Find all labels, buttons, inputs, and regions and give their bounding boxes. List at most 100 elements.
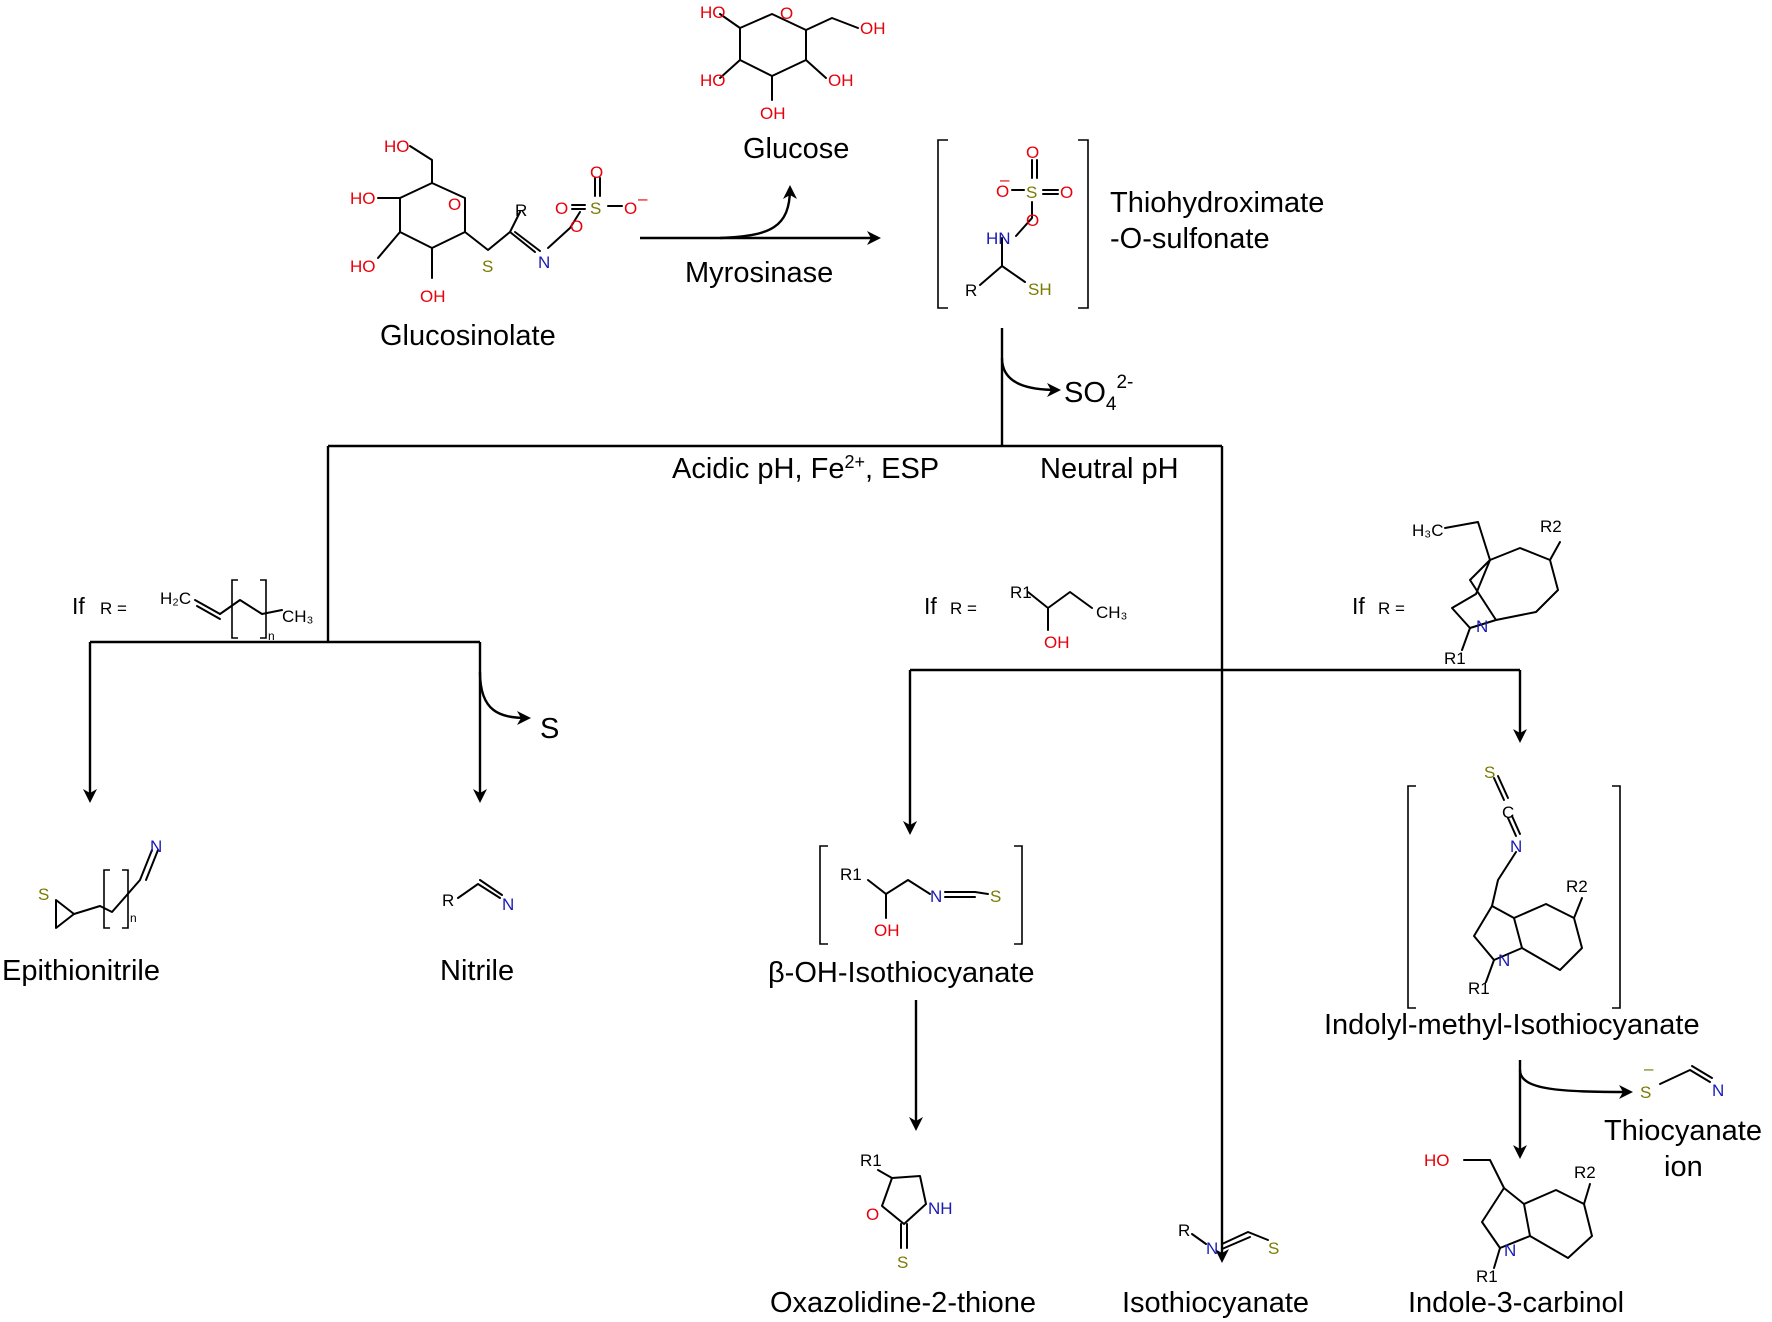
atom-hn: HN bbox=[986, 229, 1011, 248]
label-thiohydroximate-2: -O-sulfonate bbox=[1110, 223, 1270, 255]
atom-s: S bbox=[1640, 1083, 1651, 1102]
atom-n: N bbox=[1504, 1241, 1516, 1260]
thiohydroximate-structure: O – S O O O HN R SH bbox=[937, 139, 1089, 309]
label-sulfur: S bbox=[540, 713, 559, 745]
atom-c: C bbox=[1502, 803, 1514, 822]
atom-minus: – bbox=[638, 189, 648, 208]
atom-ho: HO bbox=[700, 3, 726, 22]
atom-o: O bbox=[590, 163, 603, 182]
atom-o: O bbox=[996, 182, 1009, 201]
label-nitrile: Nitrile bbox=[440, 955, 514, 987]
atom-oh: OH bbox=[874, 921, 900, 940]
atom-minus: – bbox=[1000, 170, 1010, 189]
indolyl-methyl-isothiocyanate-structure: S C N R2 N R1 bbox=[1407, 763, 1621, 1009]
atom-ho: HO bbox=[384, 137, 410, 156]
atom-h2c: H₂C bbox=[160, 589, 191, 608]
arrow-glucose-release bbox=[719, 185, 797, 240]
atom-s: S bbox=[38, 885, 49, 904]
label-epithionitrile: Epithionitrile bbox=[2, 955, 160, 987]
label-oxazolidine: Oxazolidine-2-thione bbox=[770, 1287, 1036, 1319]
atom-o: O bbox=[555, 199, 568, 218]
thiocyanate-structure: S – N bbox=[1640, 1059, 1724, 1102]
atom-r: R bbox=[515, 201, 527, 220]
arrow-thiocyanate-release bbox=[1518, 1069, 1633, 1099]
glucosinolate-structure: HO HO O HO OH S R N O S O O O – bbox=[350, 137, 648, 306]
atom-r1: R1 bbox=[1444, 649, 1466, 668]
atom-r1: R1 bbox=[860, 1151, 882, 1170]
atom-r: R bbox=[1178, 1221, 1190, 1240]
label-if-r-alkenyl: If bbox=[72, 593, 85, 619]
label-glucose: Glucose bbox=[743, 133, 849, 165]
indole-carbinol-structure: HO R2 N R1 bbox=[1424, 1151, 1596, 1286]
atom-oh: OH bbox=[828, 71, 854, 90]
label-r-equals: R = bbox=[100, 599, 127, 618]
arrow-sulfate-release bbox=[1000, 357, 1061, 397]
atom-o: O bbox=[780, 4, 793, 23]
label-indolyl-methyl-isothiocyanate: Indolyl-methyl-Isothiocyanate bbox=[1324, 1009, 1700, 1041]
atom-ch3: CH₃ bbox=[282, 607, 313, 626]
alkenyl-r-group: H₂C n CH₃ bbox=[160, 579, 313, 643]
atom-ch3: CH₃ bbox=[1096, 603, 1127, 622]
atom-r1: R1 bbox=[1468, 979, 1490, 998]
atom-r1: R1 bbox=[1010, 583, 1032, 602]
atom-n: N bbox=[1206, 1239, 1218, 1258]
atom-sh: SH bbox=[1028, 280, 1052, 299]
atom-n: N bbox=[1510, 837, 1522, 856]
atom-s: S bbox=[1026, 183, 1037, 202]
atom-s: S bbox=[990, 887, 1001, 906]
atom-oh: OH bbox=[1044, 633, 1070, 652]
atom-o: O bbox=[1026, 143, 1039, 162]
beta-oh-isothiocyanate-structure: R1 N S OH bbox=[819, 845, 1023, 945]
indole-r-group: H₃C R2 N R1 bbox=[1412, 517, 1562, 668]
atom-ho: HO bbox=[350, 189, 376, 208]
label-myrosinase: Myrosinase bbox=[685, 257, 833, 289]
atom-s: S bbox=[897, 1253, 908, 1272]
atom-h3c: H₃C bbox=[1412, 521, 1443, 540]
atom-r2: R2 bbox=[1574, 1163, 1596, 1182]
label-thiocyanate-1: Thiocyanate bbox=[1604, 1115, 1762, 1147]
label-if-r-indole: If bbox=[1352, 593, 1365, 619]
atom-o: O bbox=[1060, 183, 1073, 202]
glucose-structure: HO O OH HO OH OH bbox=[700, 3, 886, 123]
atom-ho: HO bbox=[1424, 1151, 1450, 1170]
label-neutral-conditions: Neutral pH bbox=[1040, 453, 1179, 485]
label-acidic-conditions: Acidic pH, Fe2+, ESP bbox=[672, 452, 939, 485]
label-isothiocyanate: Isothiocyanate bbox=[1122, 1287, 1309, 1319]
nitrile-structure: R N bbox=[442, 879, 514, 914]
label-if-r-hydroxy: If bbox=[924, 593, 937, 619]
oxazolidine-structure: R1 O NH S bbox=[860, 1151, 953, 1272]
atom-oh: OH bbox=[420, 287, 446, 306]
atom-o: O bbox=[624, 199, 637, 218]
atom-ho: HO bbox=[700, 71, 726, 90]
atom-n: N bbox=[150, 837, 162, 856]
atom-nh: NH bbox=[928, 1199, 953, 1218]
label-indole-carbinol: Indole-3-carbinol bbox=[1408, 1287, 1624, 1319]
atom-r: R bbox=[442, 891, 454, 910]
atom-o: O bbox=[570, 217, 583, 236]
atom-r1: R1 bbox=[840, 865, 862, 884]
label-r-equals: R = bbox=[950, 599, 977, 618]
epithionitrile-structure: S N n bbox=[38, 837, 162, 929]
atom-oh: OH bbox=[760, 104, 786, 123]
label-beta-oh-isothiocyanate: β-OH-Isothiocyanate bbox=[768, 957, 1035, 989]
atom-n-subscript: n bbox=[268, 629, 275, 643]
label-thiohydroximate-1: Thiohydroximate bbox=[1110, 187, 1324, 219]
atom-s: S bbox=[590, 199, 601, 218]
hydroxy-r-group: R1 CH₃ OH bbox=[1010, 583, 1127, 652]
atom-minus: – bbox=[1644, 1059, 1654, 1078]
atom-n: N bbox=[1498, 951, 1510, 970]
atom-ho: HO bbox=[350, 257, 376, 276]
atom-r2: R2 bbox=[1566, 877, 1588, 896]
atom-r: R bbox=[965, 281, 977, 300]
label-sulfate: SO42- bbox=[1064, 372, 1133, 415]
atom-n: N bbox=[538, 253, 550, 272]
arrow-sulfur-release bbox=[478, 671, 531, 725]
atom-n: N bbox=[502, 895, 514, 914]
label-thiocyanate-2: ion bbox=[1664, 1151, 1703, 1183]
atom-o: O bbox=[1026, 211, 1039, 230]
atom-n: N bbox=[930, 887, 942, 906]
atom-r2: R2 bbox=[1540, 517, 1562, 536]
atom-n-subscript: n bbox=[130, 911, 137, 925]
atom-s: S bbox=[482, 257, 493, 276]
